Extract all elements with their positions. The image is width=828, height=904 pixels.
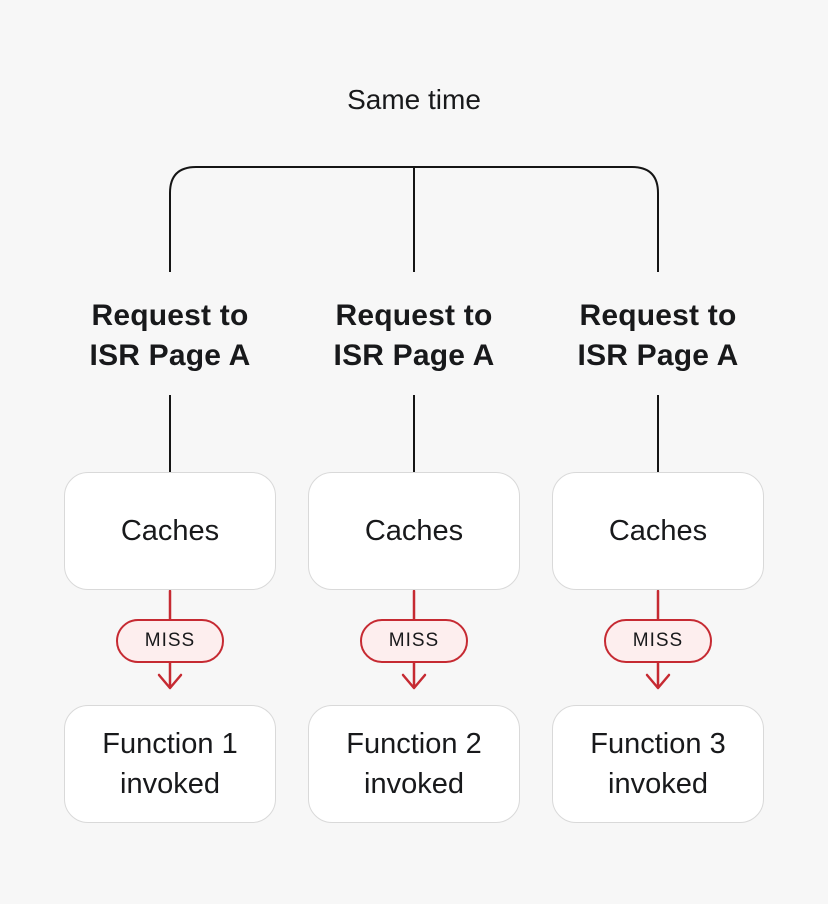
function-node: Function 3 invoked: [552, 705, 764, 823]
cache-node: Caches: [64, 472, 276, 590]
request-label-line2: ISR Page A: [89, 339, 251, 372]
request-label-line2: ISR Page A: [577, 339, 739, 372]
function-node: Function 1 invoked: [64, 705, 276, 823]
request-label-line1: Request to: [91, 299, 249, 332]
function-node-line1: Function 2: [346, 728, 482, 760]
request-label: Request to ISR Page A: [538, 296, 778, 376]
miss-badge: MISS: [604, 619, 712, 663]
miss-badge: MISS: [360, 619, 468, 663]
cache-node: Caches: [552, 472, 764, 590]
function-node-line2: invoked: [364, 768, 464, 800]
cache-node-label: Caches: [120, 515, 220, 547]
function-node: Function 2 invoked: [308, 705, 520, 823]
cache-node: Caches: [308, 472, 520, 590]
cache-node-label: Caches: [608, 515, 708, 547]
function-node-line2: invoked: [120, 768, 220, 800]
miss-badge-label: MISS: [632, 630, 684, 651]
request-label-line2: ISR Page A: [333, 339, 495, 372]
diagram-title: Same time: [347, 84, 481, 115]
cache-node-label: Caches: [364, 515, 464, 547]
function-node-line2: invoked: [608, 768, 708, 800]
function-node-line1: Function 1: [102, 728, 238, 760]
function-node-line1: Function 3: [590, 728, 726, 760]
miss-badge-label: MISS: [388, 630, 440, 651]
request-label-line1: Request to: [579, 299, 737, 332]
request-label: Request to ISR Page A: [50, 296, 290, 376]
miss-badge-label: MISS: [144, 630, 196, 651]
request-label: Request to ISR Page A: [294, 296, 534, 376]
miss-badge: MISS: [116, 619, 224, 663]
request-label-line1: Request to: [335, 299, 493, 332]
